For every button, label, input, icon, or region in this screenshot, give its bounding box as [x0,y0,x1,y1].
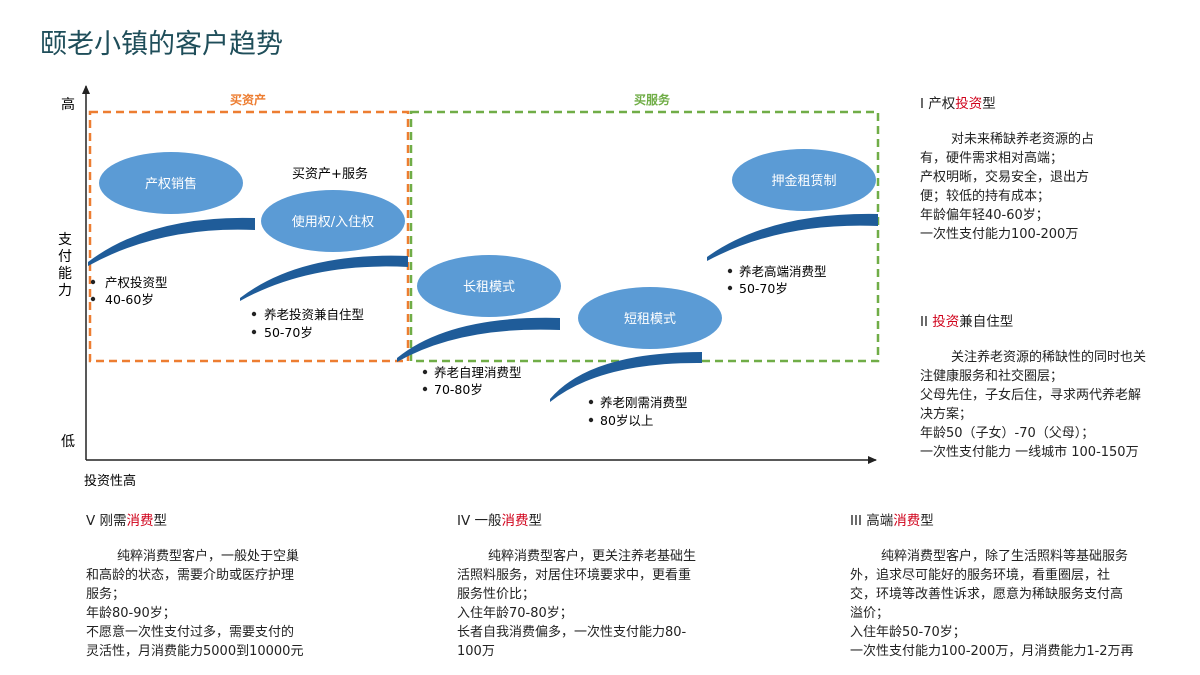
note-high-end-consumption: III 高端消费型 纯粹消费型客户，除了生活照料等基础服务 外，追求尽可能好的服… [850,513,1134,659]
page-title: 颐老小镇的客户趋势 [40,29,283,60]
swoosh-5 [707,213,878,261]
swoosh-2 [240,255,408,301]
ellipse-usage-rights-label: 使用权/入住权 [292,214,374,230]
note-5-heading: III 高端消费型 [850,513,934,529]
segment-5-type: 养老高端消费型 [739,264,827,279]
ellipse-short-lease [578,287,722,349]
segment-3-type: 养老自理消费型 [434,365,522,380]
segment-3-age: 70-80岁 [434,382,483,397]
segment-2-age: 50-70岁 [264,325,313,340]
ellipse-property-sales [99,152,243,214]
swoosh-3 [397,317,560,362]
ellipse-deposit-lease-label: 押金租赁制 [771,173,836,189]
ellipse-property-sales-label: 产权销售 [145,176,197,192]
zone-buy-services-label: 买服务 [634,92,671,107]
note-property-investment: I 产权投资型 对未来稀缺养老资源的占 有，硬件需求相对高端； 产权明晰，交易安… [920,96,1095,242]
ellipse-deposit-lease [732,149,876,211]
swoosh-1 [88,217,255,266]
note-general-consumption: IV 一般消费型 纯粹消费型客户，更关注养老基础生 活照料服务，对居住环境要求中… [457,513,697,659]
y-axis-label-char: 支 [58,232,72,248]
y-axis-label-char: 能 [58,266,72,282]
segment-1-type: 产权投资型 [105,275,168,290]
zone-buy-assets [88,110,410,363]
y-axis-label: 支付能力 [58,232,72,299]
segment-1-age: 40-60岁 [105,292,154,307]
segment-4-age: 80岁以上 [600,413,653,428]
mixed-zone-label: 买资产+服务 [292,166,368,182]
ellipse-short-lease-label: 短租模式 [624,312,676,327]
ellipse-usage-rights [261,190,405,252]
y-axis-label-char: 付 [58,249,72,265]
x-axis-label: 投资性高 [84,473,136,489]
y-low-label: 低 [61,434,75,450]
segment-2-type: 养老投资兼自住型 [264,307,364,322]
ellipse-long-lease-label: 长租模式 [463,280,515,295]
note-1-heading: I 产权投资型 [920,96,996,112]
segment-5-age: 50-70岁 [739,281,788,296]
note-2-heading: II 投资兼自住型 [920,314,1014,330]
zone-buy-assets-label: 买资产 [230,92,266,107]
note-3-heading: V 刚需消费型 [86,513,168,529]
note-4-heading: IV 一般消费型 [457,513,543,529]
y-high-label: 高 [61,96,75,113]
y-axis-label-char: 力 [58,283,72,299]
ellipse-long-lease [417,255,561,317]
swoosh-4 [550,352,702,402]
note-rigid-consumption: V 刚需消费型 纯粹消费型客户，一般处于空巢 和高龄的状态，需要介助或医疗护理 … [86,513,304,659]
segment-4-type: 养老刚需消费型 [600,395,688,410]
note-investment-self-use: II 投资兼自住型 关注养老资源的稀缺性的同时也关 注健康服务和社交圈层； 父母… [920,314,1147,460]
